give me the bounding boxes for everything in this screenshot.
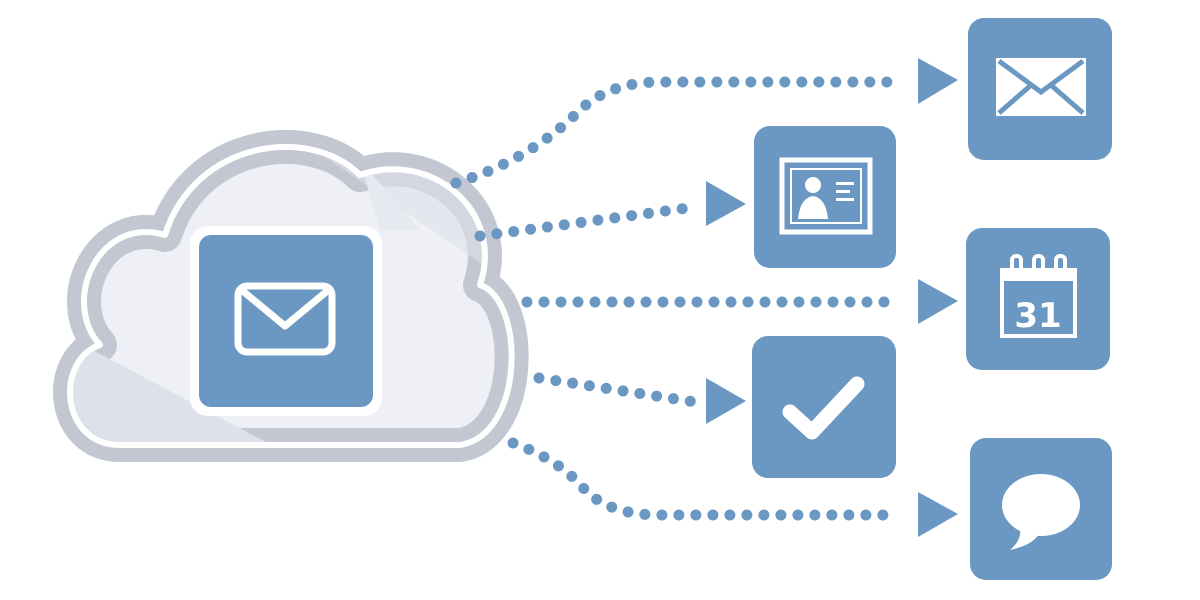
service-chat[interactable] bbox=[970, 438, 1112, 580]
mail-icon bbox=[234, 282, 336, 356]
calendar-day: 31 bbox=[1014, 296, 1061, 336]
arrowheads bbox=[706, 58, 958, 537]
envelope-icon bbox=[996, 58, 1086, 116]
contact-card-icon bbox=[779, 157, 873, 235]
calendar-icon: 31 bbox=[1000, 254, 1077, 338]
arrow-mail bbox=[918, 58, 958, 104]
cloud-inner-outline bbox=[67, 144, 515, 448]
speech-bubble-icon bbox=[1002, 474, 1080, 550]
checkmark-icon bbox=[782, 376, 865, 440]
connector-contacts bbox=[474, 201, 701, 242]
hub-mail-tile bbox=[190, 226, 382, 416]
arrow-tasks bbox=[706, 378, 746, 424]
service-tasks[interactable] bbox=[752, 336, 896, 478]
connector-mail bbox=[450, 76, 901, 189]
service-calendar[interactable]: 31 bbox=[966, 228, 1110, 370]
arrow-chat bbox=[918, 492, 958, 537]
service-contacts[interactable] bbox=[754, 126, 896, 268]
service-mail[interactable] bbox=[968, 18, 1112, 160]
arrow-contacts bbox=[706, 181, 746, 226]
connector-tasks bbox=[533, 372, 701, 408]
connectors bbox=[450, 76, 901, 521]
connector-chat bbox=[507, 437, 901, 521]
arrow-calendar bbox=[918, 279, 958, 324]
